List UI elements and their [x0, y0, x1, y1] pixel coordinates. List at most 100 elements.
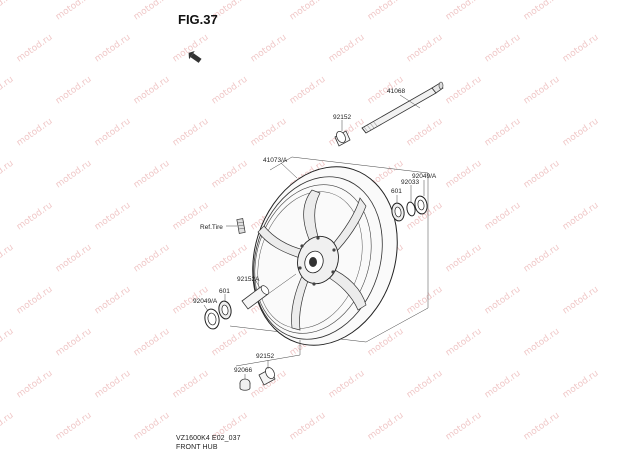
label-bearing-right: 601 — [391, 188, 402, 195]
watermark-text: motod.ru — [405, 369, 445, 401]
watermark-text: motod.ru — [171, 33, 211, 65]
assembly-frame — [229, 156, 429, 343]
seal-left-part — [203, 304, 220, 330]
label-spacer-bottom: 92152 — [256, 353, 274, 360]
watermark-text: motod.ru — [366, 411, 406, 443]
watermark-text: motod.ru — [444, 327, 484, 359]
watermark-text: motod.ru — [0, 411, 16, 443]
watermark-text: motod.ru — [0, 243, 16, 275]
label-ref-tire: Ref.Tire — [200, 224, 223, 231]
watermark-text: motod.ru — [483, 369, 523, 401]
watermark-text: motod.ru — [288, 411, 328, 443]
watermark-text: motod.ru — [93, 369, 133, 401]
watermark-text: motod.ru — [249, 117, 289, 149]
watermark-text: motod.ru — [171, 369, 211, 401]
watermark-text: motod.ru — [561, 33, 601, 65]
wheel-part — [252, 162, 398, 346]
watermark-text: motod.ru — [327, 33, 367, 65]
watermark-text: motod.ru — [444, 159, 484, 191]
figure-code: VZ1600K4 E02_037 — [176, 435, 241, 442]
watermark-text: motod.ru — [0, 159, 16, 191]
watermark-text: motod.ru — [132, 159, 172, 191]
front-arrow-icon — [188, 51, 202, 63]
watermark-text: motod.ru — [93, 33, 133, 65]
watermark-text: motod.ru — [15, 285, 55, 317]
watermark-text: motod.ru — [366, 0, 406, 22]
watermark-text: motod.ru — [210, 159, 250, 191]
watermark-text: motod.ru — [93, 201, 133, 233]
watermark-text: motod.ru — [405, 33, 445, 65]
watermark-text: motod.ru — [288, 0, 328, 22]
watermark-text: motod.ru — [561, 117, 601, 149]
watermark-text: motod.ru — [288, 75, 328, 107]
bearing-right-part — [391, 195, 405, 222]
spacer-bottom-part — [235, 340, 301, 386]
cap-part — [239, 374, 251, 391]
watermark-text: motod.ru — [483, 33, 523, 65]
watermark-text: motod.ru — [54, 243, 94, 275]
watermark-text: motod.ru — [0, 327, 16, 359]
valve-part — [226, 218, 246, 234]
watermark-text: motod.ru — [0, 75, 16, 107]
label-wheel: 41073/A — [263, 157, 288, 164]
watermark-text: motod.ru — [444, 243, 484, 275]
watermark-text: motod.ru — [327, 369, 367, 401]
label-bearing-left: 601 — [219, 288, 230, 295]
label-axle: 41068 — [387, 88, 405, 95]
figure-title: FIG.37 — [178, 12, 218, 27]
collar-part — [241, 273, 297, 310]
watermark-text: motod.ru — [522, 243, 562, 275]
watermark-text: motod.ru — [54, 75, 94, 107]
watermark-text: motod.ru — [249, 33, 289, 65]
watermark-text: motod.ru — [483, 201, 523, 233]
label-seal-right: 92049/A — [412, 173, 437, 180]
watermark-text: motod.ru — [0, 0, 16, 22]
watermark-text: motod.ru — [522, 0, 562, 22]
watermark-text: motod.ru — [522, 75, 562, 107]
watermark-text: motod.ru — [561, 201, 601, 233]
axle-part — [361, 81, 444, 134]
bearing-left-part — [218, 294, 232, 320]
watermark-text: motod.ru — [210, 75, 250, 107]
watermark-text: motod.ru — [444, 0, 484, 22]
watermark-text: motod.ru — [15, 33, 55, 65]
watermark-text: motod.ru — [522, 411, 562, 443]
spacer-top-part — [334, 120, 351, 147]
seal-right-part — [414, 180, 428, 215]
circlip-part — [406, 185, 416, 217]
watermark-text: motod.ru — [483, 285, 523, 317]
watermark-text: motod.ru — [171, 117, 211, 149]
figure-description: FRONT HUB — [176, 444, 218, 451]
watermark-text: motod.ru — [132, 0, 172, 22]
watermark-text: motod.ru — [444, 411, 484, 443]
watermark-text: motod.ru — [54, 327, 94, 359]
watermark-text: motod.ru — [483, 117, 523, 149]
watermark-text: motod.ru — [132, 75, 172, 107]
watermark-text: motod.ru — [210, 327, 250, 359]
label-collar: 92152A — [237, 276, 260, 283]
watermark-text: motod.ru — [210, 243, 250, 275]
watermark-text: motod.ru — [522, 327, 562, 359]
watermark-text: motod.ru — [561, 285, 601, 317]
watermark-text: motod.ru — [15, 117, 55, 149]
part-labels: 41068 92152 41073/A 92049/A 92033 601 Re… — [193, 88, 437, 374]
watermark-text: motod.ru — [405, 285, 445, 317]
watermark-text: motod.ru — [561, 369, 601, 401]
label-seal-left: 92049/A — [193, 298, 218, 305]
watermark-text: motod.ru — [444, 75, 484, 107]
watermark-text: motod.ru — [132, 243, 172, 275]
watermark-text: motod.ru — [15, 369, 55, 401]
watermark-text: motod.ru — [405, 117, 445, 149]
watermark-text: motod.ru — [132, 411, 172, 443]
label-cap: 92066 — [234, 367, 252, 374]
label-spacer-top: 92152 — [333, 114, 351, 121]
watermark-text: motod.ru — [15, 201, 55, 233]
watermark-text: motod.ru — [522, 159, 562, 191]
watermark-text: motod.ru — [93, 117, 133, 149]
watermark-text: motod.ru — [54, 159, 94, 191]
watermark-text: motod.ru — [132, 327, 172, 359]
watermark-text: motod.ru — [93, 285, 133, 317]
watermark-text: motod.ru — [54, 0, 94, 22]
